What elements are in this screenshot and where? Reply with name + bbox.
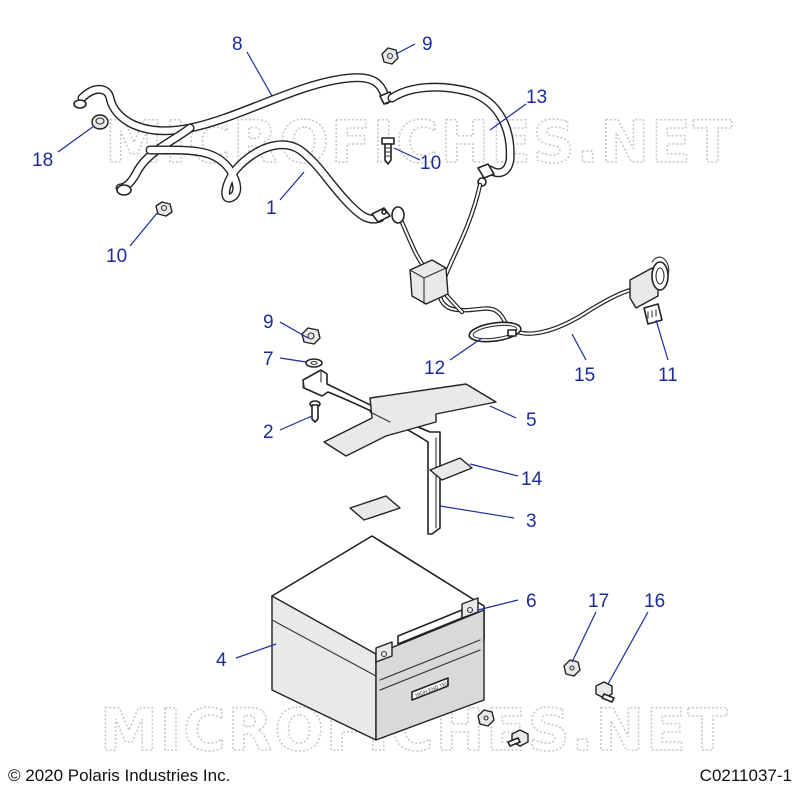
nut-part-10 xyxy=(155,201,173,217)
callout-7: 7 xyxy=(263,349,274,370)
bolt-part-2 xyxy=(309,400,321,423)
callouts: 8 9 13 10 18 1 10 9 7 2 12 15 11 5 14 3 … xyxy=(32,34,678,671)
copyright-text: © 2020 Polaris Industries Inc. xyxy=(8,766,231,785)
nut-part-9-mid xyxy=(301,327,321,345)
callout-14: 13 xyxy=(526,87,547,108)
callout-11: 10 xyxy=(420,153,441,174)
leader-lines xyxy=(57,43,669,685)
cable-part-1 xyxy=(145,140,391,224)
callout-18: 17 xyxy=(588,591,609,612)
callout-12: 11 xyxy=(658,365,678,386)
diagram-code: C0211037-1 xyxy=(699,766,792,785)
callout-9-top: 9 xyxy=(422,34,433,55)
bolt-bottom xyxy=(507,729,529,747)
strap-part-3 xyxy=(302,369,441,535)
bolt-part-11 xyxy=(381,137,395,165)
callout-3: 3 xyxy=(526,511,537,532)
callout-6: 6 xyxy=(526,591,537,612)
nut-part-9-top xyxy=(381,47,399,65)
callout-4: 4 xyxy=(216,650,227,671)
callout-9-mid: 9 xyxy=(263,312,274,333)
harness-part-16 xyxy=(391,182,670,336)
washer-part-7 xyxy=(305,358,323,368)
nut-bottom xyxy=(477,709,495,727)
cable-tie-part-13 xyxy=(468,321,522,343)
callout-13: 12 xyxy=(424,358,445,379)
connector-part-12 xyxy=(643,303,663,325)
grommet-part-19 xyxy=(91,114,109,130)
callout-2: 2 xyxy=(263,422,274,443)
callout-10: 10 xyxy=(106,246,127,267)
callout-17: 16 xyxy=(644,591,665,612)
callout-19: 18 xyxy=(32,150,53,171)
cable-part-8 xyxy=(73,73,395,196)
callout-8: 8 xyxy=(232,34,243,55)
callout-15: 14 xyxy=(521,469,543,490)
callout-16: 15 xyxy=(574,365,595,386)
callout-5: 5 xyxy=(526,410,537,431)
battery-part-4: HIGH END TEC xyxy=(271,535,485,741)
pad-part-5 xyxy=(323,383,497,457)
bolt-part-17 xyxy=(595,681,615,703)
nut-part-18 xyxy=(563,659,581,677)
cable-part-14 xyxy=(387,82,515,187)
callout-1: 1 xyxy=(266,198,277,219)
pad-part-15 xyxy=(349,457,473,521)
